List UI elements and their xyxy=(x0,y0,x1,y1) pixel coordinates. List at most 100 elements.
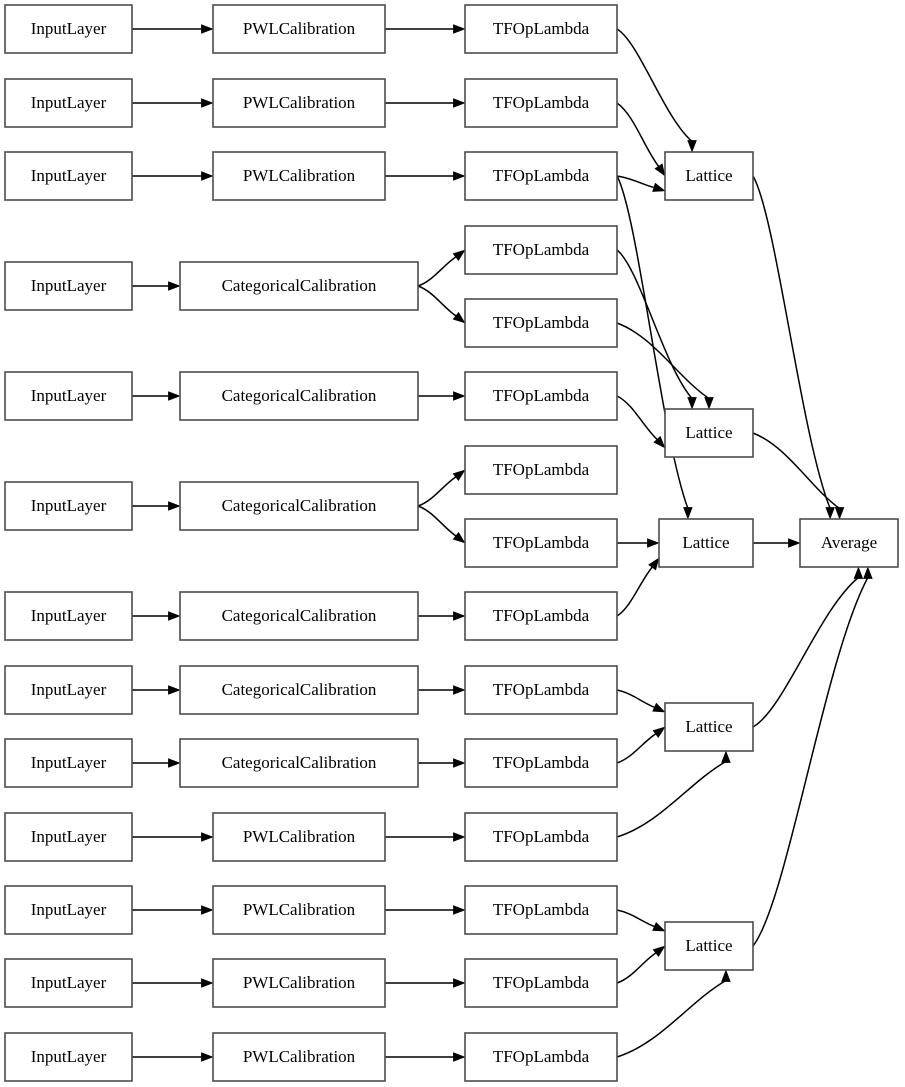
node-label: TFOpLambda xyxy=(493,680,590,699)
node-box xyxy=(464,4,618,54)
arrowhead-icon-in8-to-cal8 xyxy=(168,685,181,695)
node-inputlayer-in8[interactable]: InputLayer xyxy=(4,665,133,715)
node-box xyxy=(4,1032,133,1082)
node-inputlayer-in9[interactable]: InputLayer xyxy=(4,738,133,788)
node-pwlcalibration-cal10[interactable]: PWLCalibration xyxy=(212,812,386,862)
node-lattice-lat2[interactable]: Lattice xyxy=(664,408,754,458)
node-tfoplambda-op9[interactable]: TFOpLambda xyxy=(464,591,618,641)
arrowhead-icon-op12-to-lat4 xyxy=(721,750,731,763)
edge-cal4-to-op4 xyxy=(417,255,458,287)
node-inputlayer-in1[interactable]: InputLayer xyxy=(4,4,133,54)
node-label: CategoricalCalibration xyxy=(222,386,377,405)
node-inputlayer-in13[interactable]: InputLayer xyxy=(4,1032,133,1082)
node-box xyxy=(212,1032,386,1082)
node-tfoplambda-op13[interactable]: TFOpLambda xyxy=(464,885,618,935)
node-box xyxy=(464,738,618,788)
node-tfoplambda-op2[interactable]: TFOpLambda xyxy=(464,78,618,128)
edge-op9-to-lat3 xyxy=(616,565,654,617)
node-categoricalcalibration-cal5[interactable]: CategoricalCalibration xyxy=(179,371,419,421)
node-tfoplambda-op6[interactable]: TFOpLambda xyxy=(464,371,618,421)
node-label: TFOpLambda xyxy=(493,1047,590,1066)
node-pwlcalibration-cal12[interactable]: PWLCalibration xyxy=(212,958,386,1008)
node-categoricalcalibration-cal8[interactable]: CategoricalCalibration xyxy=(179,665,419,715)
arrowhead-icon-in6-to-cal6 xyxy=(168,501,181,511)
node-categoricalcalibration-cal7[interactable]: CategoricalCalibration xyxy=(179,591,419,641)
node-inputlayer-in5[interactable]: InputLayer xyxy=(4,371,133,421)
node-label: InputLayer xyxy=(31,680,107,699)
node-tfoplambda-op5[interactable]: TFOpLambda xyxy=(464,298,618,348)
node-inputlayer-in6[interactable]: InputLayer xyxy=(4,481,133,531)
node-box xyxy=(4,812,133,862)
node-box xyxy=(179,481,419,531)
node-pwlcalibration-cal13[interactable]: PWLCalibration xyxy=(212,1032,386,1082)
arrowhead-icon-cal8-to-op10 xyxy=(453,685,466,695)
node-label: CategoricalCalibration xyxy=(222,606,377,625)
node-tfoplambda-op7[interactable]: TFOpLambda xyxy=(464,445,618,495)
node-inputlayer-in10[interactable]: InputLayer xyxy=(4,812,133,862)
node-label: CategoricalCalibration xyxy=(222,276,377,295)
node-lattice-lat4[interactable]: Lattice xyxy=(664,702,754,752)
arrowhead-icon-cal4-to-op4 xyxy=(452,249,466,262)
node-categoricalcalibration-cal9[interactable]: CategoricalCalibration xyxy=(179,738,419,788)
node-inputlayer-in12[interactable]: InputLayer xyxy=(4,958,133,1008)
node-lattice-lat1[interactable]: Lattice xyxy=(664,151,754,201)
node-inputlayer-in11[interactable]: InputLayer xyxy=(4,885,133,935)
arrowhead-icon-op11-to-lat4 xyxy=(652,726,666,738)
node-tfoplambda-op12[interactable]: TFOpLambda xyxy=(464,812,618,862)
node-label: PWLCalibration xyxy=(243,1047,356,1066)
node-box xyxy=(4,78,133,128)
node-pwlcalibration-cal3[interactable]: PWLCalibration xyxy=(212,151,386,201)
node-box xyxy=(664,921,754,971)
edge-cal6-to-op8 xyxy=(417,505,458,538)
node-label: Lattice xyxy=(685,423,732,442)
node-tfoplambda-op15[interactable]: TFOpLambda xyxy=(464,1032,618,1082)
arrowhead-icon-cal7-to-op9 xyxy=(453,611,466,621)
edge-op6-to-lat2 xyxy=(616,395,659,441)
node-categoricalcalibration-cal4[interactable]: CategoricalCalibration xyxy=(179,261,419,311)
arrowhead-icon-cal1-to-op1 xyxy=(453,24,466,34)
node-tfoplambda-op3[interactable]: TFOpLambda xyxy=(464,151,618,201)
node-pwlcalibration-cal2[interactable]: PWLCalibration xyxy=(212,78,386,128)
node-tfoplambda-op10[interactable]: TFOpLambda xyxy=(464,665,618,715)
node-lattice-lat5[interactable]: Lattice xyxy=(664,921,754,971)
arrowhead-icon-op1-to-lat1 xyxy=(687,140,697,153)
node-pwlcalibration-cal1[interactable]: PWLCalibration xyxy=(212,4,386,54)
node-box xyxy=(4,481,133,531)
node-inputlayer-in4[interactable]: InputLayer xyxy=(4,261,133,311)
node-tfoplambda-op4[interactable]: TFOpLambda xyxy=(464,225,618,275)
node-tfoplambda-op14[interactable]: TFOpLambda xyxy=(464,958,618,1008)
node-box xyxy=(464,151,618,201)
node-box xyxy=(4,261,133,311)
node-inputlayer-in3[interactable]: InputLayer xyxy=(4,151,133,201)
node-categoricalcalibration-cal6[interactable]: CategoricalCalibration xyxy=(179,481,419,531)
node-label: TFOpLambda xyxy=(493,753,590,772)
arrowhead-icon-in4-to-cal4 xyxy=(168,281,181,291)
node-box xyxy=(464,812,618,862)
node-inputlayer-in2[interactable]: InputLayer xyxy=(4,78,133,128)
node-tfoplambda-op1[interactable]: TFOpLambda xyxy=(464,4,618,54)
arrowhead-icon-cal11-to-op13 xyxy=(453,905,466,915)
node-label: PWLCalibration xyxy=(243,827,356,846)
node-inputlayer-in7[interactable]: InputLayer xyxy=(4,591,133,641)
node-box xyxy=(464,225,618,275)
node-lattice-lat3[interactable]: Lattice xyxy=(658,518,754,568)
node-label: TFOpLambda xyxy=(493,19,590,38)
node-average-avg[interactable]: Average xyxy=(799,518,899,568)
node-box xyxy=(799,518,899,568)
node-tfoplambda-op11[interactable]: TFOpLambda xyxy=(464,738,618,788)
arrowhead-icon-cal13-to-op15 xyxy=(453,1052,466,1062)
node-label: Lattice xyxy=(685,717,732,736)
node-label: InputLayer xyxy=(31,386,107,405)
node-box xyxy=(658,518,754,568)
node-box xyxy=(464,78,618,128)
arrowhead-icon-op14-to-lat5 xyxy=(652,945,666,958)
node-tfoplambda-op8[interactable]: TFOpLambda xyxy=(464,518,618,568)
node-pwlcalibration-cal11[interactable]: PWLCalibration xyxy=(212,885,386,935)
node-label: CategoricalCalibration xyxy=(222,680,377,699)
node-label: TFOpLambda xyxy=(493,386,590,405)
node-label: TFOpLambda xyxy=(493,313,590,332)
node-box xyxy=(4,4,133,54)
node-label: TFOpLambda xyxy=(493,827,590,846)
node-box xyxy=(664,702,754,752)
